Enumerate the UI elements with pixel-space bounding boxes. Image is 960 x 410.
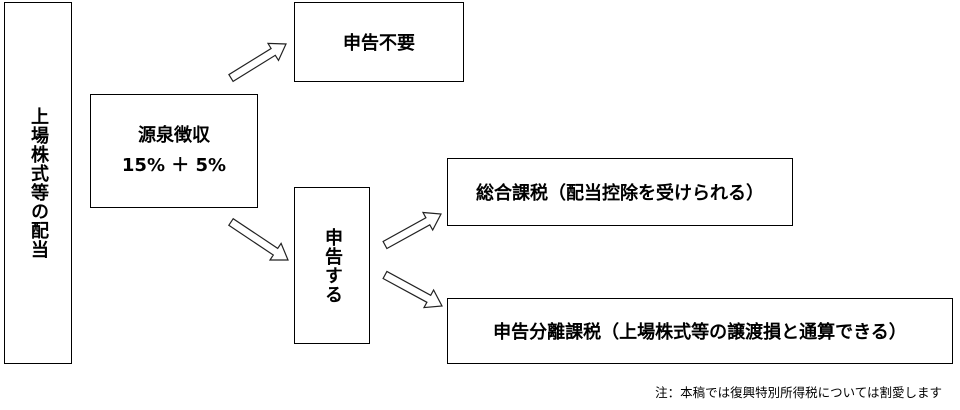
separate-box: 申告分離課税（上場株式等の譲渡損と通算できる） [447,298,953,364]
withholding-rate: 15% ＋ 5% [121,155,227,176]
arrow-to-no-filing [228,42,287,83]
no-filing-label: 申告不要 [343,33,415,54]
withholding-box: 源泉徴収 15% ＋ 5% [90,94,258,208]
root-box: 上場株式等の配当 [4,2,72,364]
arrow-to-separate [382,270,443,309]
comprehensive-box: 総合課税（配当控除を受けられる） [447,158,793,226]
filing-label: 申告する [322,227,343,304]
arrow-to-filing [227,217,289,261]
root-label: 上場株式等の配当 [28,107,49,259]
filing-box: 申告する [294,187,370,344]
arrow-to-comprehensive [382,211,442,250]
separate-label: 申告分離課税（上場株式等の譲渡損と通算できる） [493,322,907,343]
footnote: 注：本稿では復興特別所得税については割愛します [655,385,942,400]
withholding-title: 源泉徴収 [138,125,210,146]
comprehensive-label: 総合課税（配当控除を受けられる） [476,183,764,204]
no-filing-box: 申告不要 [294,2,464,82]
